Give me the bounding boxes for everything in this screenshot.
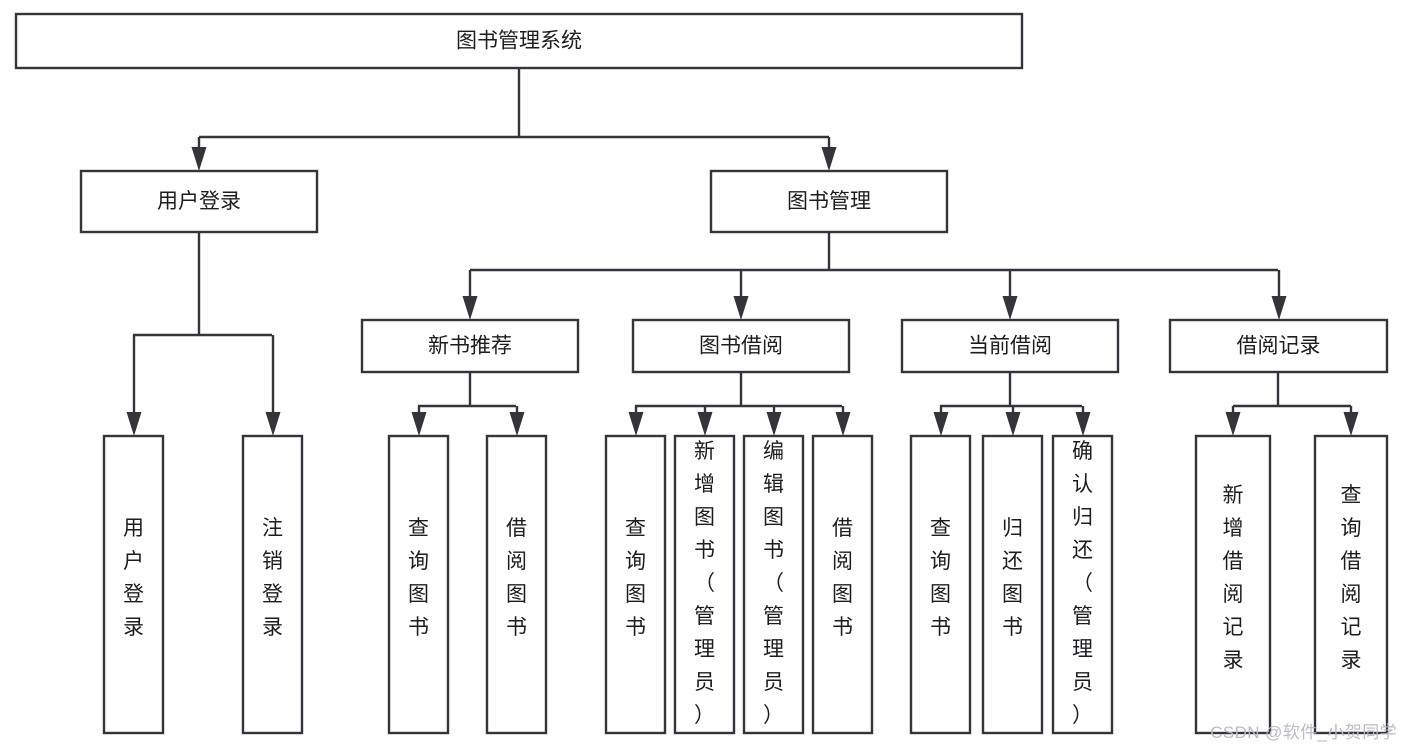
node-box-login[interactable] (79, 169, 319, 234)
node-leaf-logout[interactable]: 注销登录 (241, 434, 304, 735)
node-box-leaf-logout[interactable] (241, 434, 304, 735)
node-box-leaf-query-book-1[interactable] (387, 434, 450, 735)
edge-borrow-to-leaf-query-book-2 (628, 406, 644, 436)
node-label-leaf-borrow-book-1: 借阅图书 (506, 517, 527, 639)
node-leaf-add-book[interactable]: 新增图书（管理员） (673, 434, 736, 735)
connector-root-bus (199, 68, 829, 139)
node-leaf-query-record[interactable]: 查询借阅记录 (1313, 434, 1389, 735)
node-box-leaf-add-record[interactable] (1194, 434, 1272, 735)
node-root[interactable]: 图书管理系统 (14, 12, 1024, 70)
node-leaf-borrow-book-1[interactable]: 借阅图书 (485, 434, 548, 735)
edge-newbook-to-leaf-query-book-1 (411, 406, 427, 436)
node-label-root: 图书管理系统 (456, 30, 582, 53)
node-layer: 图书管理系统用户登录图书管理新书推荐图书借阅当前借阅借阅记录用户登录注销登录查询… (14, 12, 1389, 735)
node-bookmgmt[interactable]: 图书管理 (709, 169, 949, 234)
node-box-leaf-query-record[interactable] (1313, 434, 1389, 735)
connector-login-bus (133, 232, 272, 337)
node-box-leaf-return-book[interactable] (981, 434, 1044, 735)
node-leaf-query-book-2[interactable]: 查询图书 (604, 434, 667, 735)
node-leaf-user-login[interactable]: 用户登录 (102, 434, 165, 735)
node-box-leaf-borrow-book-1[interactable] (485, 434, 548, 735)
node-box-newbook[interactable] (360, 318, 580, 374)
node-records[interactable]: 借阅记录 (1168, 318, 1389, 374)
node-leaf-borrow-book-2[interactable]: 借阅图书 (811, 434, 874, 735)
edge-borrow-to-leaf-add-book (697, 406, 713, 436)
node-box-leaf-edit-book[interactable] (742, 434, 805, 735)
node-leaf-edit-book[interactable]: 编辑图书（管理员） (742, 434, 805, 735)
node-label-leaf-query-book-1: 查询图书 (408, 517, 429, 639)
node-box-root[interactable] (14, 12, 1024, 70)
connector-records-bus (1233, 372, 1351, 408)
edge-root-to-bookmgmt (821, 137, 837, 171)
node-borrow[interactable]: 图书借阅 (631, 318, 851, 374)
node-label-bookmgmt: 图书管理 (787, 190, 871, 213)
edge-bookmgmt-to-newbook (462, 270, 478, 320)
node-box-records[interactable] (1168, 318, 1389, 374)
edge-root-to-login (191, 137, 207, 171)
edge-bookmgmt-to-borrow (733, 270, 749, 320)
node-leaf-return-book[interactable]: 归还图书 (981, 434, 1044, 735)
node-box-leaf-borrow-book-2[interactable] (811, 434, 874, 735)
node-box-current[interactable] (900, 318, 1120, 374)
node-label-login: 用户登录 (157, 190, 241, 213)
connector-borrow-bus (635, 372, 842, 408)
node-label-leaf-edit-book: 编辑图书（管理员） (763, 440, 784, 727)
edge-borrow-to-leaf-edit-book (766, 406, 782, 436)
node-leaf-query-book-3[interactable]: 查询图书 (909, 434, 972, 735)
node-label-newbook: 新书推荐 (428, 335, 512, 358)
edge-current-to-leaf-confirm-return (1075, 406, 1091, 436)
node-box-leaf-confirm-return[interactable] (1051, 434, 1114, 735)
node-label-leaf-query-book-2: 查询图书 (625, 517, 646, 639)
edge-borrow-to-leaf-borrow-book-2 (835, 406, 851, 436)
connector-layer (126, 68, 1359, 436)
edge-current-to-leaf-return-book (1005, 406, 1021, 436)
node-label-current: 当前借阅 (968, 335, 1052, 358)
node-label-records: 借阅记录 (1237, 335, 1321, 358)
edge-newbook-to-leaf-borrow-book-1 (509, 406, 525, 436)
node-label-leaf-add-record: 新增借阅记录 (1223, 484, 1244, 672)
node-leaf-confirm-return[interactable]: 确认归还（管理员） (1051, 434, 1114, 735)
connector-newbook-bus (418, 372, 516, 408)
edge-login-to-leaf-logout (265, 335, 281, 436)
node-login[interactable]: 用户登录 (79, 169, 319, 234)
node-newbook[interactable]: 新书推荐 (360, 318, 580, 374)
node-label-leaf-borrow-book-2: 借阅图书 (832, 517, 853, 639)
node-leaf-query-book-1[interactable]: 查询图书 (387, 434, 450, 735)
watermark-label: CSDN @软件_小贺同学 (1210, 723, 1397, 742)
node-label-leaf-user-login: 用户登录 (123, 517, 144, 639)
node-box-leaf-user-login[interactable] (102, 434, 165, 735)
node-box-leaf-query-book-2[interactable] (604, 434, 667, 735)
node-box-leaf-query-book-3[interactable] (909, 434, 972, 735)
node-label-leaf-logout: 注销登录 (262, 517, 283, 639)
edge-bookmgmt-to-records (1271, 270, 1287, 320)
node-box-borrow[interactable] (631, 318, 851, 374)
connector-bookmgmt-bus (470, 232, 1278, 272)
node-label-leaf-add-book: 新增图书（管理员） (694, 440, 715, 727)
node-box-leaf-add-book[interactable] (673, 434, 736, 735)
connector-current-bus (940, 372, 1082, 408)
node-leaf-add-record[interactable]: 新增借阅记录 (1194, 434, 1272, 735)
edge-current-to-leaf-query-book-3 (933, 406, 949, 436)
node-current[interactable]: 当前借阅 (900, 318, 1120, 374)
node-label-leaf-confirm-return: 确认归还（管理员） (1072, 440, 1093, 727)
node-label-leaf-query-record: 查询借阅记录 (1341, 484, 1362, 672)
node-box-bookmgmt[interactable] (709, 169, 949, 234)
edge-records-to-leaf-add-record (1225, 406, 1241, 436)
edge-login-to-leaf-user-login (126, 335, 142, 436)
edge-bookmgmt-to-current (1002, 270, 1018, 320)
node-label-borrow: 图书借阅 (699, 335, 783, 358)
node-label-leaf-return-book: 归还图书 (1002, 517, 1023, 639)
node-label-leaf-query-book-3: 查询图书 (930, 517, 951, 639)
edge-records-to-leaf-query-record (1343, 406, 1359, 436)
